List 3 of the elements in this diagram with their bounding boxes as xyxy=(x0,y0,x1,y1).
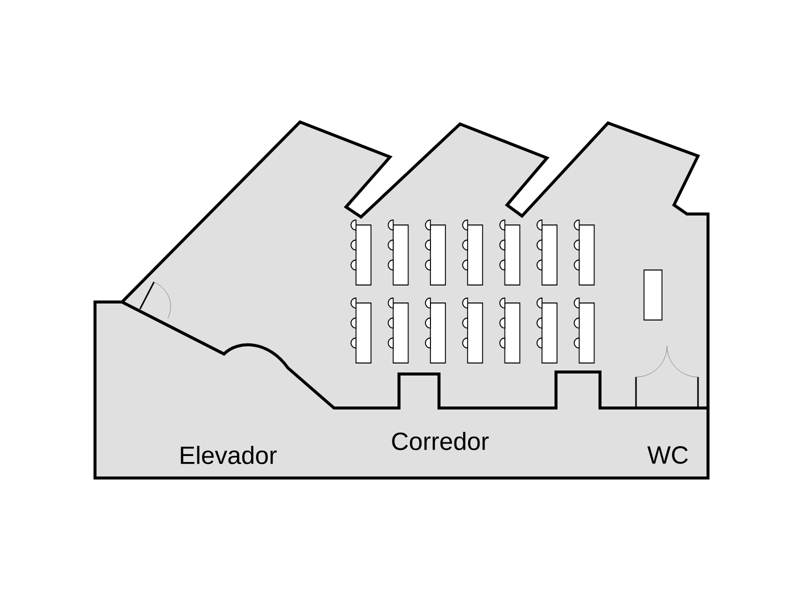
room-label: WC xyxy=(647,446,688,464)
room-label: Corredor xyxy=(392,432,489,450)
room-label: Elevador xyxy=(180,446,277,464)
